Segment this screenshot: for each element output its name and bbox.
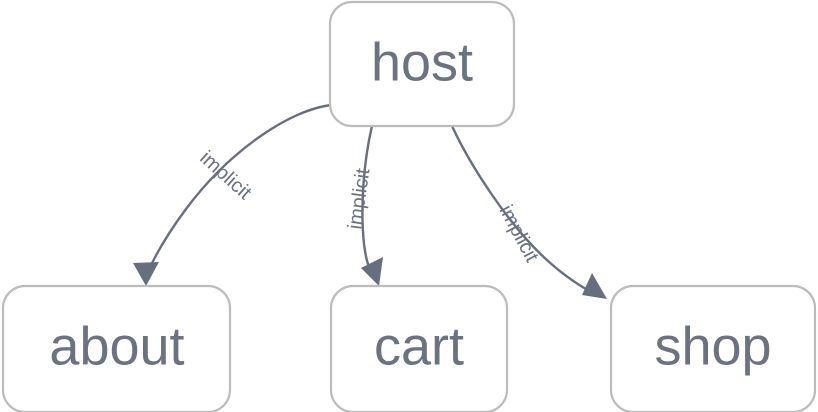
edge-host-shop-arrowhead-icon [582,273,607,299]
node-about-label: about [49,316,184,376]
node-cart-label: cart [374,316,464,376]
node-about-box[interactable] [1,284,232,412]
node-shop[interactable]: shop [609,284,817,412]
edges-group: implicit implicit implicit [133,103,607,299]
edge-host-shop-path [450,124,599,297]
node-about[interactable]: about [1,284,232,412]
node-cart-box[interactable] [329,284,509,412]
edge-host-shop[interactable]: implicit [450,124,607,299]
node-host-box[interactable] [328,0,516,128]
node-cart[interactable]: cart [329,284,509,412]
edge-host-cart[interactable]: implicit [344,124,383,286]
edge-host-about-label: implicit [195,147,255,205]
edge-host-cart-arrowhead-icon [361,257,383,286]
node-host[interactable]: host [328,0,516,128]
node-shop-box[interactable] [609,284,817,412]
edge-host-cart-label: implicit [344,167,374,231]
edge-host-about-path [144,103,333,278]
edge-host-shop-label: implicit [495,202,543,267]
edge-host-about[interactable]: implicit [133,103,333,286]
edge-host-about-arrowhead-icon [133,262,159,286]
node-host-label: host [371,32,473,92]
node-shop-label: shop [654,316,771,376]
